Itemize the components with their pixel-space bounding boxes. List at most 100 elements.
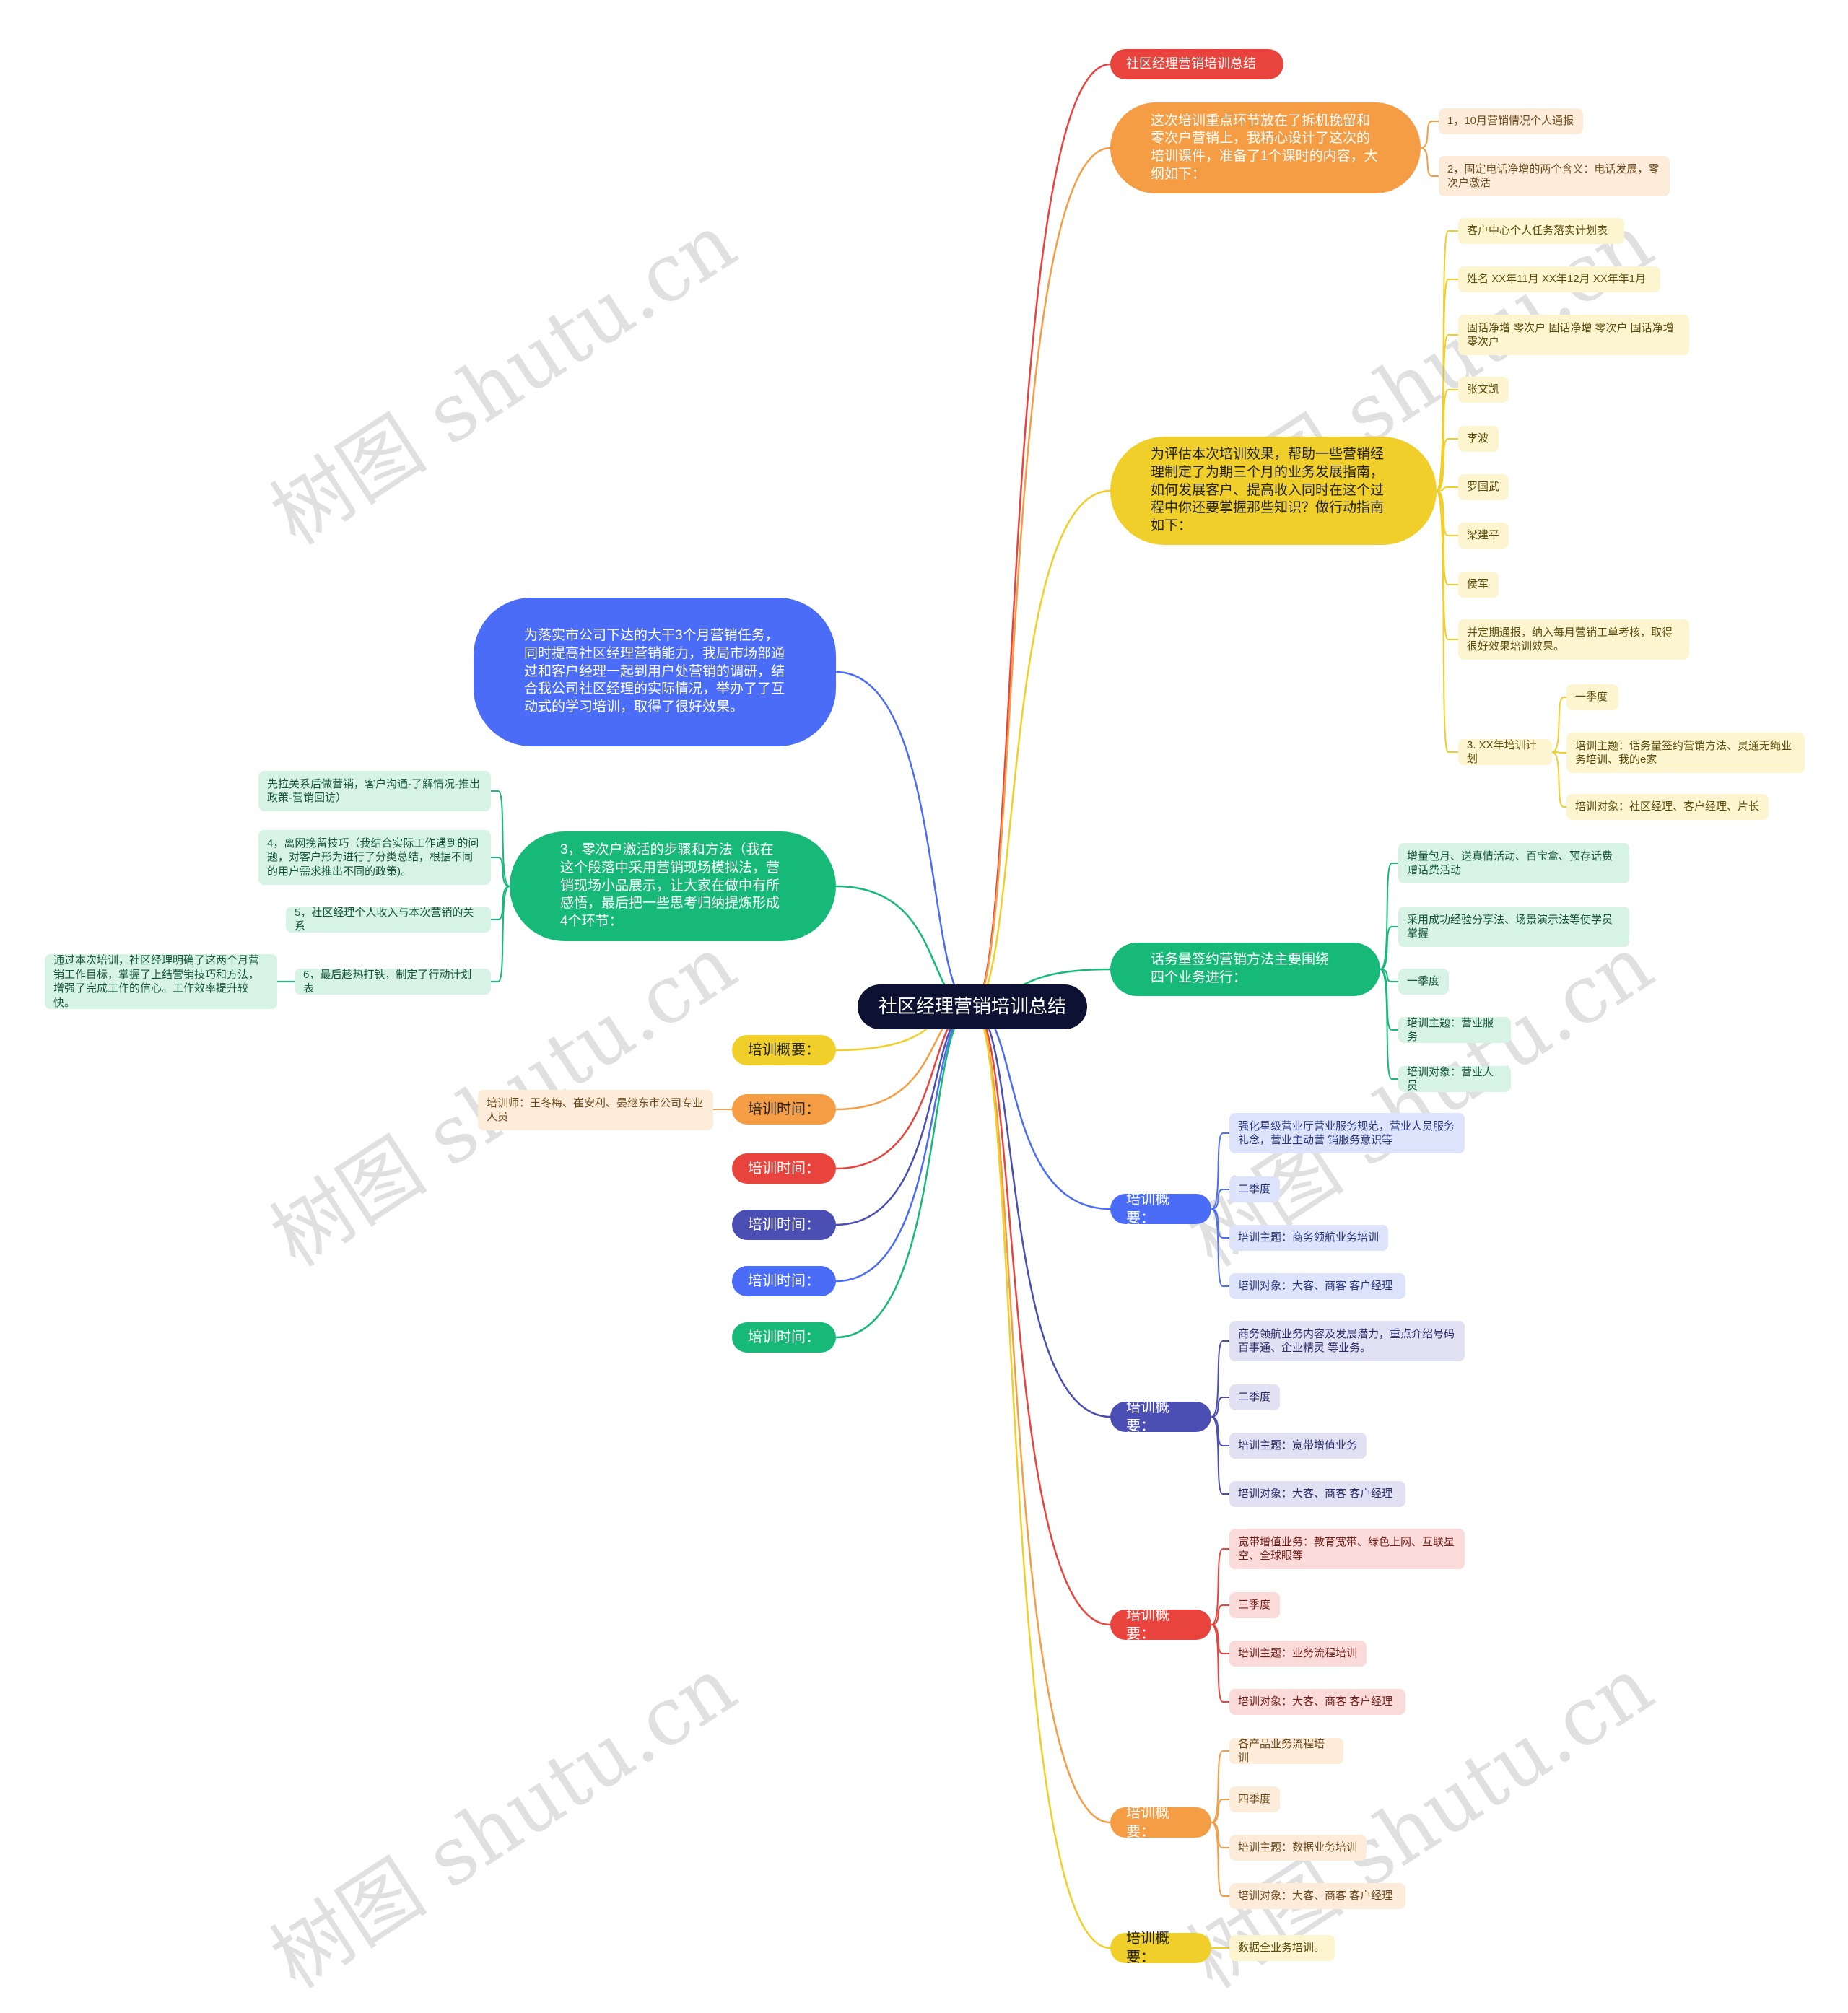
branch-phone-marketing[interactable]: 话务量签约营销方法主要围绕四个业务进行： — [1110, 943, 1380, 996]
central-topic[interactable]: 社区经理营销培训总结 — [858, 984, 1087, 1029]
leaf-node[interactable]: 培训主题：宽带增值业务 — [1229, 1433, 1367, 1459]
branch-evaluation[interactable]: 为评估本次培训效果，帮助一些营销经理制定了为期三个月的业务发展指南，如何发展客户… — [1110, 437, 1437, 545]
connector-line — [1551, 697, 1566, 753]
connector-line — [491, 886, 510, 982]
leaf-node[interactable]: 数据全业务培训。 — [1229, 1935, 1335, 1961]
branch-outline[interactable]: 这次培训重点环节放在了拆机挽留和零次户营销上，我精心设计了这次的培训课件，准备了… — [1110, 102, 1421, 193]
leaf-node[interactable]: 培训主题：话务量签约营销方法、灵通无绳业务培训、我的e家 — [1566, 733, 1805, 773]
leaf-node[interactable]: 一季度 — [1398, 969, 1449, 995]
branch-time-2[interactable]: 培训时间： — [732, 1153, 836, 1184]
connector-line — [491, 857, 510, 887]
leaf-node[interactable]: 固话净增 零次户 固话净增 零次户 固话净增 零次户 — [1458, 315, 1689, 355]
leaf-node[interactable]: 二季度 — [1229, 1384, 1280, 1410]
leaf-node[interactable]: 各产品业务流程培训 — [1229, 1738, 1343, 1764]
leaf-node[interactable]: 姓名 XX年11月 XX年12月 XX年年1月 — [1458, 266, 1660, 292]
connector-line — [491, 790, 510, 887]
branch-summary-3[interactable]: 培训概要： — [1110, 1607, 1211, 1642]
connector-line — [1211, 1397, 1229, 1418]
leaf-node-result[interactable]: 通过本次培训，社区经理明确了这两个月营销工作目标，掌握了上结营销技巧和方法，增强… — [45, 954, 277, 1009]
branch-summary-2[interactable]: 培训概要： — [1110, 1400, 1211, 1434]
connector-line — [1420, 121, 1439, 149]
branch-title[interactable]: 社区经理营销培训总结 — [1110, 49, 1283, 79]
connector-line — [972, 1005, 1111, 1949]
connector-line — [1211, 1822, 1229, 1897]
leaf-node[interactable]: 三季度 — [1229, 1592, 1280, 1618]
leaf-node[interactable]: 二季度 — [1229, 1176, 1280, 1202]
connector-line — [972, 1005, 1111, 1626]
branch-overview[interactable]: 培训概要： — [732, 1035, 836, 1065]
leaf-node[interactable]: 2，固定电话净增的两个含义：电话发展，零次户激活 — [1439, 156, 1670, 196]
leaf-node[interactable]: 1，10月营销情况个人通报 — [1439, 108, 1583, 134]
connector-line — [1436, 438, 1458, 492]
leaf-node[interactable]: 张文凯 — [1458, 377, 1509, 403]
leaf-node[interactable]: 梁建平 — [1458, 523, 1509, 549]
connector-line — [972, 1005, 1111, 1210]
leaf-node[interactable]: 侯军 — [1458, 572, 1499, 598]
connector-line — [1436, 490, 1458, 640]
connector-line — [835, 1005, 973, 1339]
branch-time-4[interactable]: 培训时间： — [732, 1266, 836, 1296]
branch-time-5[interactable]: 培训时间： — [732, 1322, 836, 1353]
leaf-node[interactable]: 培训对象：大客、商客 客户经理 — [1229, 1481, 1405, 1507]
leaf-node[interactable]: 罗国武 — [1458, 474, 1509, 500]
leaf-node[interactable]: 采用成功经验分享法、场景演示法等使学员掌握 — [1398, 907, 1629, 947]
leaf-node[interactable]: 5，社区经理个人收入与本次营销的关系 — [286, 907, 491, 933]
leaf-node[interactable]: 客户中心个人任务落实计划表 — [1458, 218, 1624, 244]
branch-summary-4[interactable]: 培训概要： — [1110, 1805, 1211, 1840]
leaf-node[interactable]: 培训对象：大客、商客 客户经理 — [1229, 1689, 1405, 1715]
leaf-node[interactable]: 6，最后趁热打铁，制定了行动计划表 — [295, 969, 491, 995]
connector-line — [1380, 969, 1398, 1080]
branch-summary-1[interactable]: 培训概要： — [1110, 1192, 1211, 1226]
branch-time-1[interactable]: 培训时间： — [732, 1094, 836, 1125]
connector-line — [972, 147, 1111, 1008]
connector-line — [1211, 1624, 1229, 1654]
leaf-node-trainers[interactable]: 培训师：王冬梅、崔安利、晏继东市公司专业人员 — [478, 1090, 713, 1130]
leaf-node-plan[interactable]: 3. XX年培训计划 — [1458, 739, 1552, 765]
branch-intro[interactable]: 为落实市公司下达的大干3个月营销任务，同时提高社区经理营销能力，我局市场部通过和… — [474, 598, 836, 746]
leaf-node[interactable]: 李波 — [1458, 426, 1499, 452]
connector-line — [835, 1005, 973, 1283]
connector-line — [1211, 1750, 1229, 1823]
leaf-node[interactable]: 增量包月、送真情活动、百宝盒、预存话费赠话费活动 — [1398, 843, 1629, 883]
connector-line — [1436, 490, 1458, 753]
connector-line — [1380, 926, 1398, 970]
connector-line — [972, 489, 1111, 1008]
connector-line — [1420, 147, 1439, 177]
connector-line — [1436, 486, 1458, 492]
connector-line — [1436, 230, 1458, 492]
connector-line — [1211, 1416, 1229, 1446]
leaf-node[interactable]: 培训对象：社区经理、客户经理、片长 — [1566, 794, 1769, 820]
leaf-node[interactable]: 商务领航业务内容及发展潜力，重点介绍号码百事通、企业精灵 等业务。 — [1229, 1321, 1465, 1361]
connector-line — [835, 671, 973, 1008]
connector-line — [1211, 1208, 1229, 1239]
leaf-node[interactable]: 4，离网挽留技巧（我结合实际工作遇到的问题，对客户形为进行了分类总结，根据不同的… — [258, 830, 491, 885]
connector-line — [1436, 279, 1458, 492]
leaf-node[interactable]: 培训主题：数据业务培训 — [1229, 1835, 1367, 1861]
leaf-node[interactable]: 培训对象：大客、商客 客户经理 — [1229, 1273, 1405, 1299]
leaf-node[interactable]: 四季度 — [1229, 1786, 1280, 1812]
connector-line — [972, 63, 1111, 1008]
connector-line — [972, 1005, 1111, 1418]
connector-line — [1380, 969, 1398, 1031]
leaf-node[interactable]: 培训主题：商务领航业务培训 — [1229, 1225, 1388, 1251]
leaf-node[interactable]: 培训主题：业务流程培训 — [1229, 1641, 1367, 1667]
connector-line — [1211, 1822, 1229, 1848]
leaf-node[interactable]: 宽带增值业务：教育宽带、绿色上网、互联星空、全球眼等 — [1229, 1529, 1465, 1569]
connector-line — [1211, 1624, 1229, 1703]
leaf-node[interactable]: 先拉关系后做营销，客户沟通-了解情况-推出政策-营销回访） — [258, 771, 491, 811]
connector-line — [1211, 1132, 1229, 1210]
leaf-node[interactable]: 培训对象：大客、商客 客户经理 — [1229, 1883, 1405, 1909]
branch-steps[interactable]: 3，零次户激活的步骤和方法（我在这个段落中采用营销现场模拟法，营销现场小品展示，… — [510, 831, 836, 941]
branch-summary-5[interactable]: 培训概要： — [1110, 1931, 1211, 1965]
leaf-node[interactable]: 并定期通报，纳入每月营销工单考核，取得很好效果培训效果。 — [1458, 619, 1689, 660]
connector-line — [1436, 334, 1458, 492]
connector-line — [1551, 751, 1566, 754]
leaf-node[interactable]: 强化星级营业厅营业服务规范，营业人员服务礼念，营业主动营 销服务意识等 — [1229, 1113, 1465, 1153]
leaf-node[interactable]: 培训对象：营业人员 — [1398, 1066, 1511, 1092]
connector-line — [1211, 1340, 1229, 1418]
leaf-node[interactable]: 培训主题：营业服务 — [1398, 1017, 1511, 1043]
connector-line — [1380, 863, 1398, 970]
branch-time-3[interactable]: 培训时间： — [732, 1210, 836, 1240]
leaf-node[interactable]: 一季度 — [1566, 684, 1618, 710]
